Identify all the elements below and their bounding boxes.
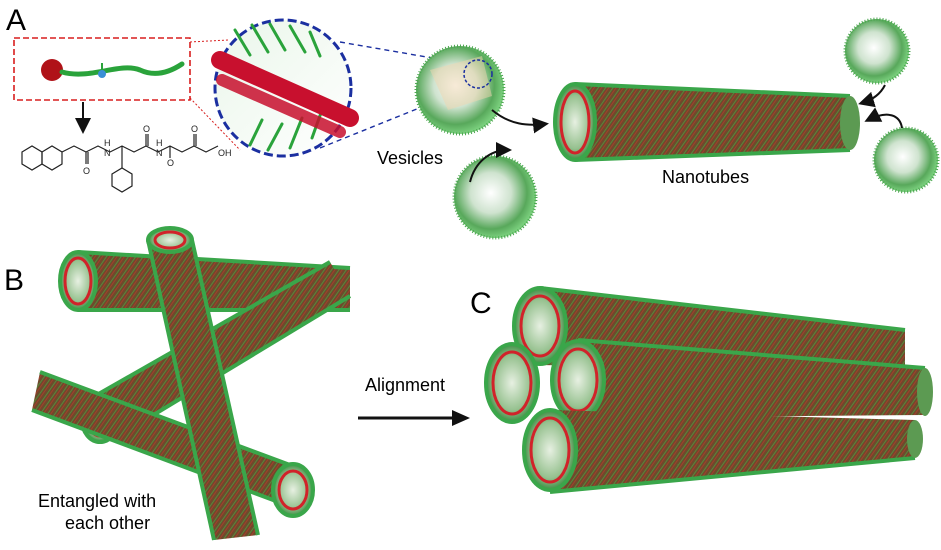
svg-text:N: N [156,148,163,158]
nanotube-a [553,82,860,162]
svg-text:H: H [104,138,111,148]
svg-text:O: O [83,166,90,176]
arrow-small-vesicle-up [469,142,512,183]
label-nanotubes: Nanotubes [662,167,749,187]
panel-label-b: B [4,264,24,297]
tube-c-middle-right [550,338,933,421]
alignment-arrow [358,410,470,426]
vesicle-small-2 [843,17,911,85]
tube-c-bottom [522,408,923,494]
svg-text:OH: OH [218,148,232,158]
vesicle-large [414,44,506,136]
svg-text:H: H [156,138,163,148]
panel-label-c: C [470,287,492,320]
arrow-bottom-right-vesicle [864,107,903,129]
svg-text:O: O [191,124,198,134]
vesicle-small-1 [452,154,538,240]
aligned-nanotube-bundle [484,286,933,494]
label-vesicles: Vesicles [377,148,443,168]
svg-text:N: N [104,148,111,158]
tube-c-middle-left [484,342,540,424]
chemical-structure [21,134,219,193]
panel-label-a: A [6,4,26,37]
svg-text:O: O [167,158,174,168]
svg-text:O: O [143,124,150,134]
vesicle-small-3 [872,126,940,194]
chem-labels: O N H O N H O O OH [83,124,232,176]
label-alignment: Alignment [365,375,445,395]
entangled-nanotubes [31,226,352,541]
arrow-vesicle-to-tube [491,109,549,134]
molecule-schematic [13,37,191,101]
arrow-top-right-vesicle [858,84,886,108]
bilayer-zoom [211,18,359,158]
label-entangled-line2: each other [65,513,150,533]
tube-b-vertical [146,226,260,541]
label-entangled-line1: Entangled with [38,491,156,511]
